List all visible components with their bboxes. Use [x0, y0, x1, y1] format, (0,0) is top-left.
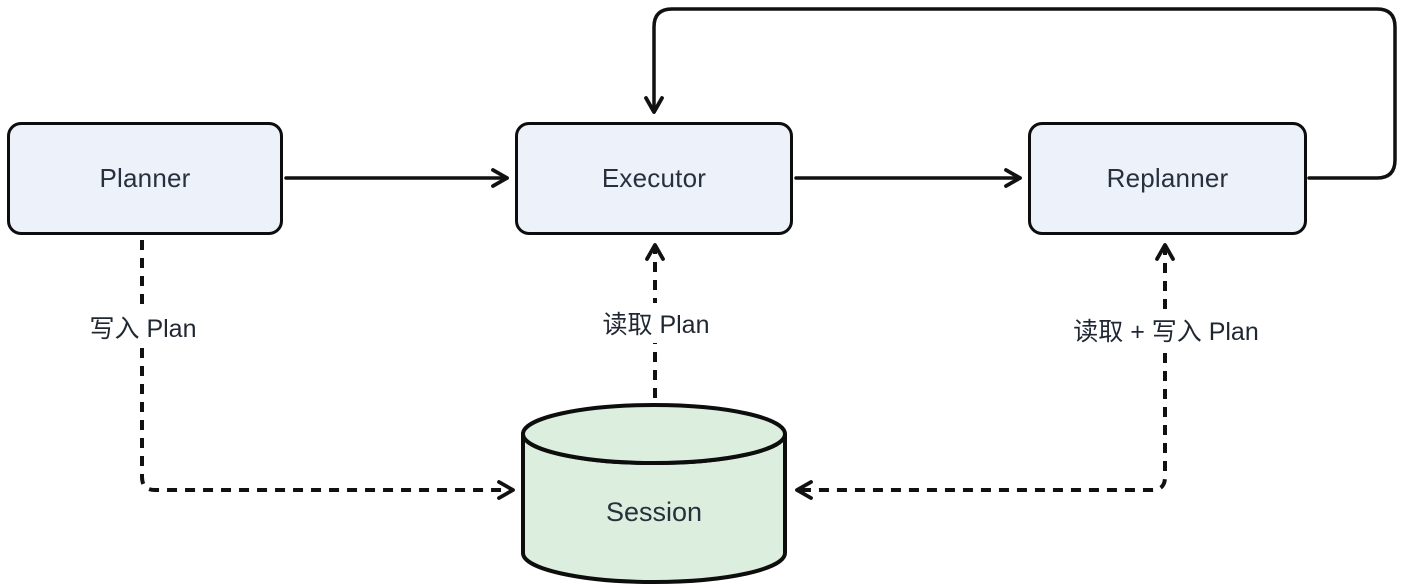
node-session-label: Session: [605, 497, 703, 527]
node-executor-label: Executor: [601, 163, 707, 193]
node-session-shape: [521, 403, 787, 584]
edge-replanner-session: [795, 243, 1175, 500]
edge-label-read-plan: 读取 Plan: [596, 303, 716, 343]
edge-label-write-plan: 写入 Plan: [83, 307, 203, 347]
node-planner: Planner: [7, 122, 283, 235]
edge-label-read-write-plan: 读取 + 写入 Plan: [1067, 310, 1265, 350]
node-replanner-label: Replanner: [1106, 163, 1229, 193]
edge-replanner-executor-loop: [644, 7, 1397, 180]
node-planner-label: Planner: [99, 163, 191, 193]
edge-planner-session: [140, 240, 515, 500]
node-replanner: Replanner: [1028, 122, 1307, 235]
node-executor: Executor: [515, 122, 793, 235]
